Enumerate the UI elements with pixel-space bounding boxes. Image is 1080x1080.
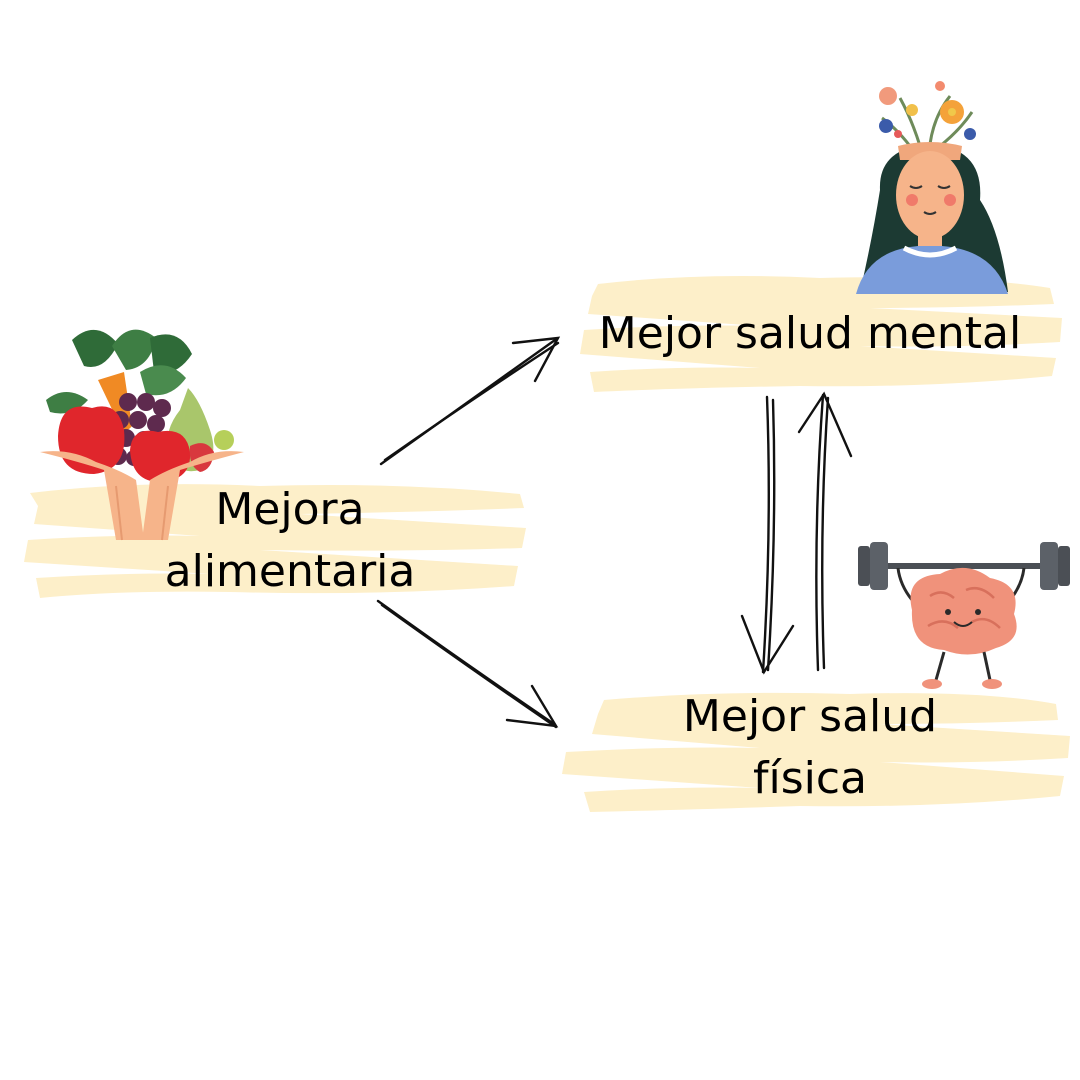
node-food-line2: alimentaria	[164, 546, 416, 597]
brain-lifting-barbell-icon	[858, 542, 1070, 689]
hands-holding-fruits-vegetables-icon	[40, 329, 244, 541]
node-food-line1: Mejora	[215, 484, 365, 535]
node-food-label: Mejora alimentaria	[120, 479, 460, 603]
arrow-food-to-physical	[376, 599, 559, 729]
calm-woman-with-flowers-icon	[856, 81, 1008, 294]
node-physical-line1: Mejor salud	[682, 691, 938, 742]
node-mental-label: Mejor salud mental	[598, 308, 1022, 359]
node-physical-label: Mejor salud física	[610, 686, 1010, 810]
arrow-food-to-mental	[379, 336, 561, 466]
highlight-physical	[562, 692, 1070, 812]
node-physical-line2: física	[752, 753, 868, 804]
arrow-physical-to-mental	[797, 391, 853, 672]
arrow-mental-to-physical	[740, 395, 795, 675]
highlight-mental	[580, 276, 1062, 392]
